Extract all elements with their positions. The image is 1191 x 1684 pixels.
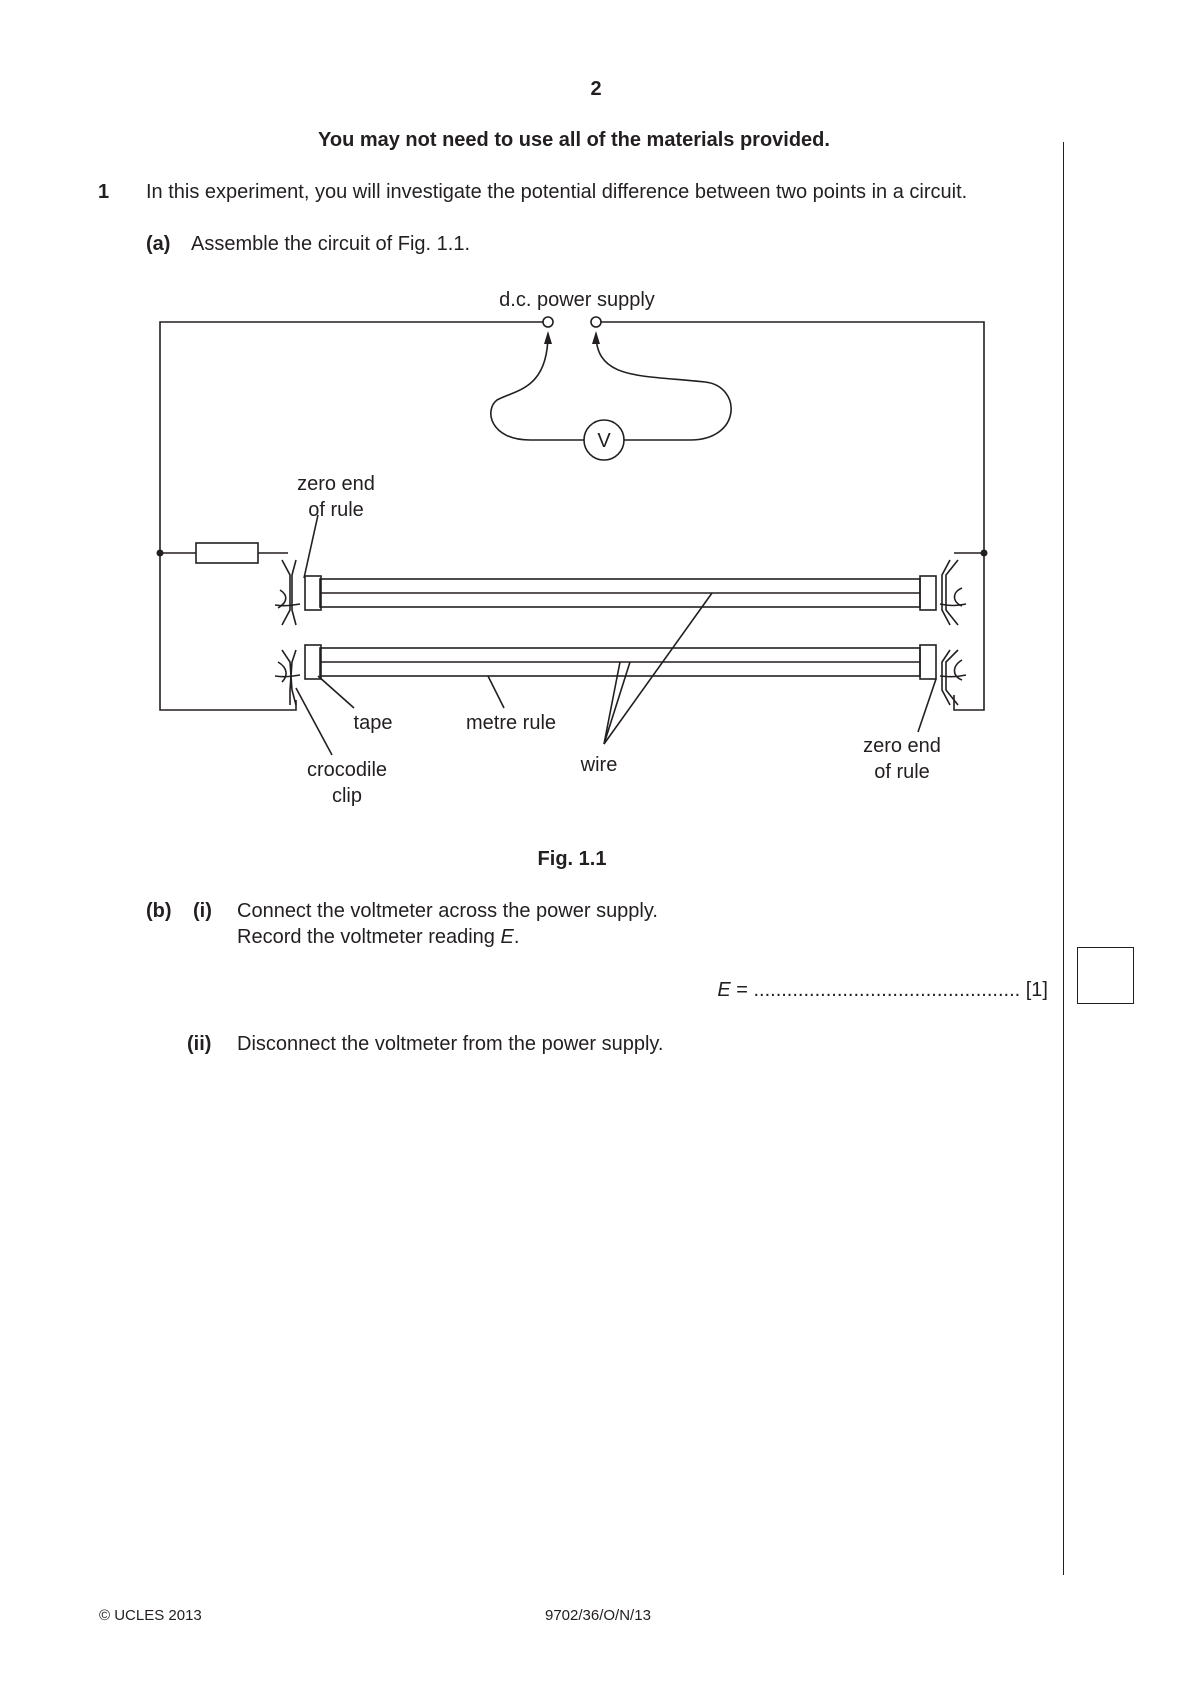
part-b-ii-label: (ii) [187,1033,212,1055]
voltmeter-lead-left [490,333,584,441]
question-number: 1 [98,181,110,203]
label-crocodile-clip-2: clip [332,785,362,807]
tape-bottom-left [304,644,322,680]
leader-zero-end-top [303,514,319,579]
leader-tape [317,675,355,709]
label-crocodile-clip-1: crocodile [307,759,387,781]
part-b-i-label: (i) [193,900,212,922]
junction-right [980,549,988,557]
label-zero-end-right-1: zero end [863,735,941,757]
label-power-supply: d.c. power supply [499,289,655,311]
part-a-text: Assemble the circuit of Fig. 1.1. [191,233,471,255]
answer-dots[interactable]: ........................................… [753,979,1021,1001]
part-b-label: (b) [146,900,172,922]
marks: [1] [1025,979,1048,1001]
part-b-ii-text: Disconnect the voltmeter from the power … [237,1033,664,1055]
question-intro: In this experiment, you will investigate… [146,181,968,203]
part-b-i-line1: Connect the voltmeter across the power s… [237,900,658,922]
part-b-i-line2: Record the voltmeter reading E. [237,926,520,948]
margin-rule [1063,142,1064,1575]
circuit-wire-top-left [159,321,548,711]
circuit-wire-top-right [596,321,985,711]
junction-left [156,549,164,557]
leader-wire-1 [603,592,713,745]
leader-crocodile-clip [295,687,333,756]
arrow-right-terminal [592,331,600,344]
label-tape: tape [354,712,393,734]
voltmeter [583,419,625,461]
figure-caption: Fig. 1.1 [537,848,607,870]
label-zero-end-top-1: zero end [297,473,375,495]
crocodile-clip-bottom-left [274,649,301,706]
metre-rule-bottom [319,647,921,677]
supply-terminal-left [542,316,554,328]
part-a-label: (a) [146,233,171,255]
answer-line-e: E = ....................................… [717,979,1048,1001]
label-voltmeter: V [597,430,611,452]
arrow-left-terminal [544,331,552,344]
metre-rule-top [319,578,921,608]
crocodile-clip-bottom-right [939,649,967,706]
page-number: 2 [590,78,602,100]
examiner-mark-box [1077,947,1134,1004]
footer-copyright: © UCLES 2013 [99,1607,202,1624]
label-zero-end-right-2: of rule [874,761,930,783]
tape-top-left [304,575,322,611]
voltmeter-lead-right [595,333,732,441]
supply-terminal-right [590,316,602,328]
crocodile-clip-top-right [939,559,967,626]
tape-top-right [919,575,937,611]
leader-metre-rule [487,675,505,709]
leader-zero-end-right [917,678,937,733]
crocodile-clip-top-left [274,559,301,626]
label-zero-end-top-2: of rule [308,499,364,521]
leader-wire-2 [603,661,631,745]
resistor [195,542,259,564]
footer-code: 9702/36/O/N/13 [545,1607,651,1624]
tape-bottom-right [919,644,937,680]
instruction-heading: You may not need to use all of the mater… [318,129,830,151]
label-metre-rule: metre rule [466,712,556,734]
leader-wire-3 [603,661,621,745]
label-wire: wire [580,754,618,776]
